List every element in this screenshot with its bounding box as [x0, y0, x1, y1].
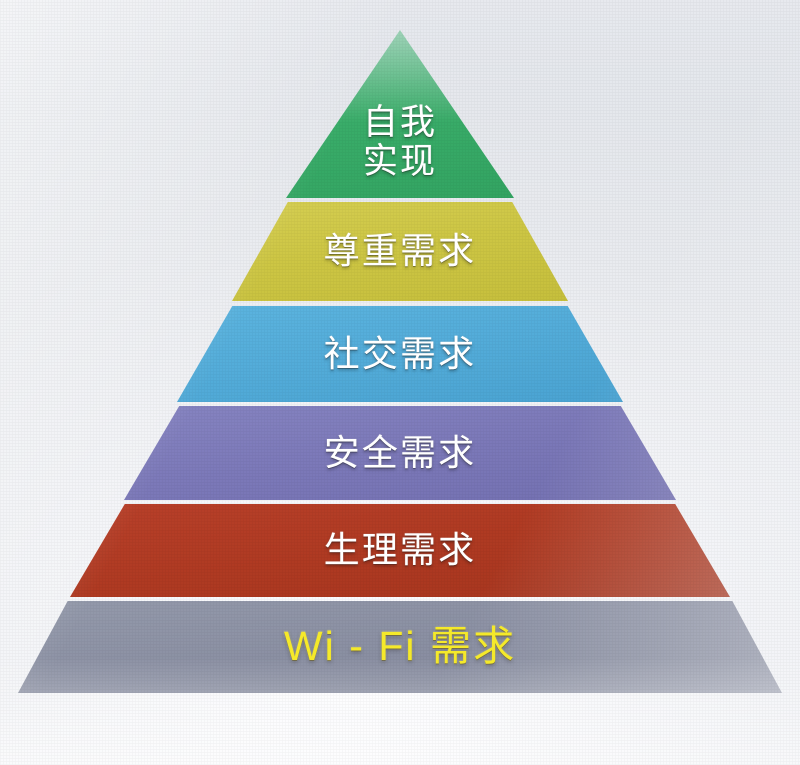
- tier-label-physiological: 生理需求: [323, 529, 477, 571]
- pyramid-tier-self-actualization[interactable]: 自我 实现: [286, 30, 514, 198]
- pyramid-tier-esteem[interactable]: 尊重需求: [232, 202, 568, 301]
- tier-label-wifi: Wi - Fi 需求: [283, 623, 517, 670]
- tier-label-esteem: 尊重需求: [323, 230, 477, 272]
- pyramid-tier-physiological[interactable]: 生理需求: [70, 504, 730, 597]
- tier-label-social: 社交需求: [323, 332, 477, 374]
- tier-label-safety: 安全需求: [323, 431, 477, 473]
- pyramid-tier-safety[interactable]: 安全需求: [124, 406, 676, 500]
- tier-label-self-actualization: 自我 实现: [362, 102, 438, 181]
- pyramid-tier-wifi[interactable]: Wi - Fi 需求: [18, 601, 782, 693]
- pyramid-tier-social[interactable]: 社交需求: [177, 306, 623, 402]
